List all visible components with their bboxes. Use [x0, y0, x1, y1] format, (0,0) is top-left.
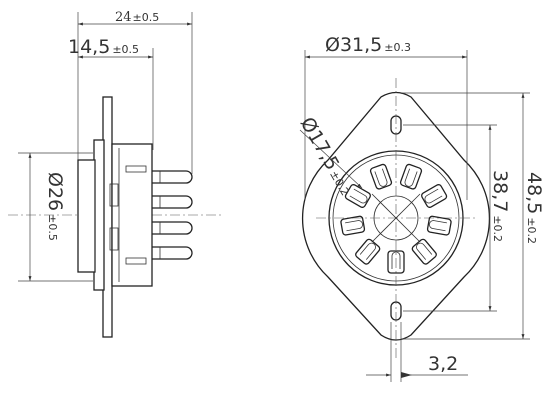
pin-contact-frame — [369, 163, 393, 190]
pin-circle-leader — [299, 129, 363, 189]
solder-tab — [152, 246, 193, 260]
pin-contact-spring — [429, 220, 447, 232]
flange-length-label: 48,5±0.2 — [523, 172, 545, 244]
hole-spacing-label: 38,7±0.2 — [489, 170, 511, 242]
pin-contact — [355, 238, 381, 265]
pin-contact-spring — [416, 242, 433, 260]
pin-contact-frame — [411, 238, 437, 265]
hub-diagonal — [371, 193, 421, 243]
solder-tab — [152, 195, 193, 209]
pin-contact — [399, 163, 423, 190]
pin-contact-spring — [424, 188, 443, 204]
side-view: 24±0.5 14,5±0.5 Ø26±0.5 — [8, 10, 222, 338]
top-view: Ø31,5±0.3 Ø17,5±0.2 38,7±0.2 48,5±0.2 3,… — [296, 34, 545, 382]
pin-contact-spring — [359, 242, 376, 260]
solder-tab — [152, 221, 193, 235]
pin-contact-spring — [391, 251, 401, 269]
contact-rib — [125, 257, 147, 265]
pin-contact — [411, 238, 437, 265]
hole-diameter-arrowhead — [401, 372, 412, 378]
pin-contact — [344, 184, 371, 208]
pin-contacts — [340, 163, 452, 274]
pin-contact-frame — [387, 250, 405, 274]
flange-width-label: Ø31,5±0.3 — [325, 34, 411, 56]
socket-body — [111, 143, 153, 287]
pin-contact-frame — [355, 238, 381, 265]
flange-outline — [301, 91, 491, 341]
body-diameter-label: Ø26±0.5 — [44, 172, 66, 241]
pin-contact-frame — [426, 215, 452, 236]
pin-contact — [387, 250, 405, 274]
pin-contact-frame — [399, 163, 423, 190]
pin-contact-frame — [344, 184, 371, 208]
hole-diameter-label: 3,2 — [428, 353, 458, 375]
pin-contact-spring — [345, 220, 363, 232]
overall-length-label: 24±0.5 — [115, 10, 159, 25]
contact-block — [109, 183, 119, 207]
pin-contact-spring — [349, 188, 368, 204]
contact-rib — [125, 165, 147, 173]
pin-contact — [369, 163, 393, 190]
pin-contact-frame — [340, 215, 366, 236]
pin-contact — [421, 184, 448, 208]
contact-block — [109, 227, 119, 251]
pin-contact-frame — [421, 184, 448, 208]
pin-contact-spring — [374, 168, 388, 187]
solder-tab — [152, 170, 193, 184]
pin-contact-spring — [404, 168, 418, 187]
pin-length-label: 14,5±0.5 — [68, 36, 139, 58]
socket-face — [77, 159, 96, 273]
pin-contact — [426, 215, 452, 236]
pin-contact — [340, 215, 366, 236]
